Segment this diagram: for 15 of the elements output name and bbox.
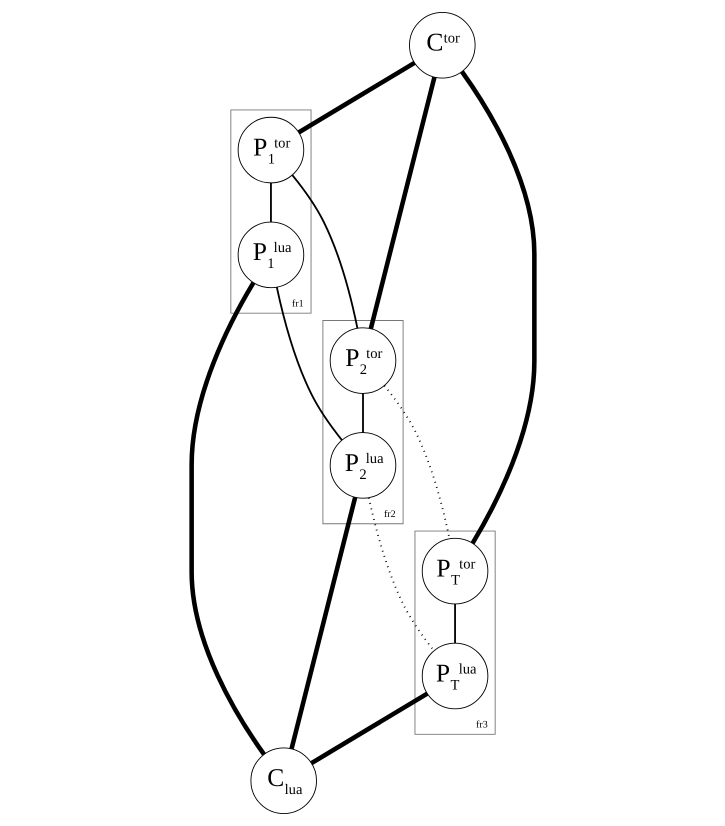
connector <box>288 496 357 750</box>
connector <box>368 498 434 652</box>
node-circle: C$_{lua}$ <box>250 748 316 814</box>
connector <box>310 692 428 766</box>
connector <box>275 287 342 441</box>
connector <box>368 76 436 330</box>
connector <box>188 282 266 756</box>
connector <box>383 385 450 539</box>
connector <box>362 394 364 432</box>
connector <box>297 60 416 134</box>
connector <box>270 182 272 222</box>
node-circle: C$^{tor}$ <box>408 12 476 78</box>
connector <box>291 174 358 328</box>
connector <box>460 70 536 544</box>
connector <box>454 604 456 644</box>
